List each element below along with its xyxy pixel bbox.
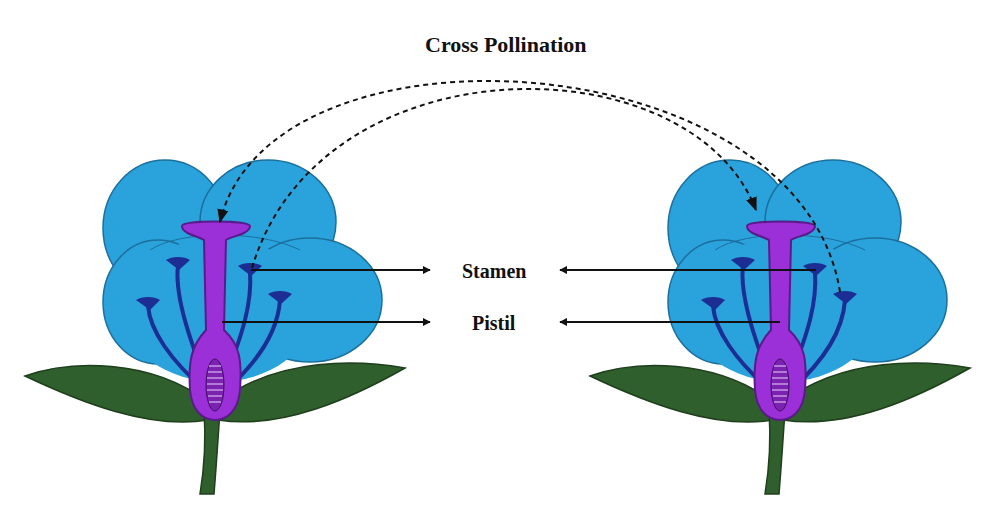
leader-line xyxy=(222,321,430,323)
part-label: Pistil xyxy=(472,313,515,333)
part-label: Stamen xyxy=(462,261,526,281)
pollen-path xyxy=(220,81,840,292)
diagram-title: Cross Pollination xyxy=(425,34,587,56)
pollen-path xyxy=(252,89,756,268)
leader-line xyxy=(560,321,780,323)
right-flower xyxy=(590,160,970,494)
leader-line xyxy=(251,269,430,271)
left-flower xyxy=(25,160,405,494)
leader-line xyxy=(560,269,816,271)
